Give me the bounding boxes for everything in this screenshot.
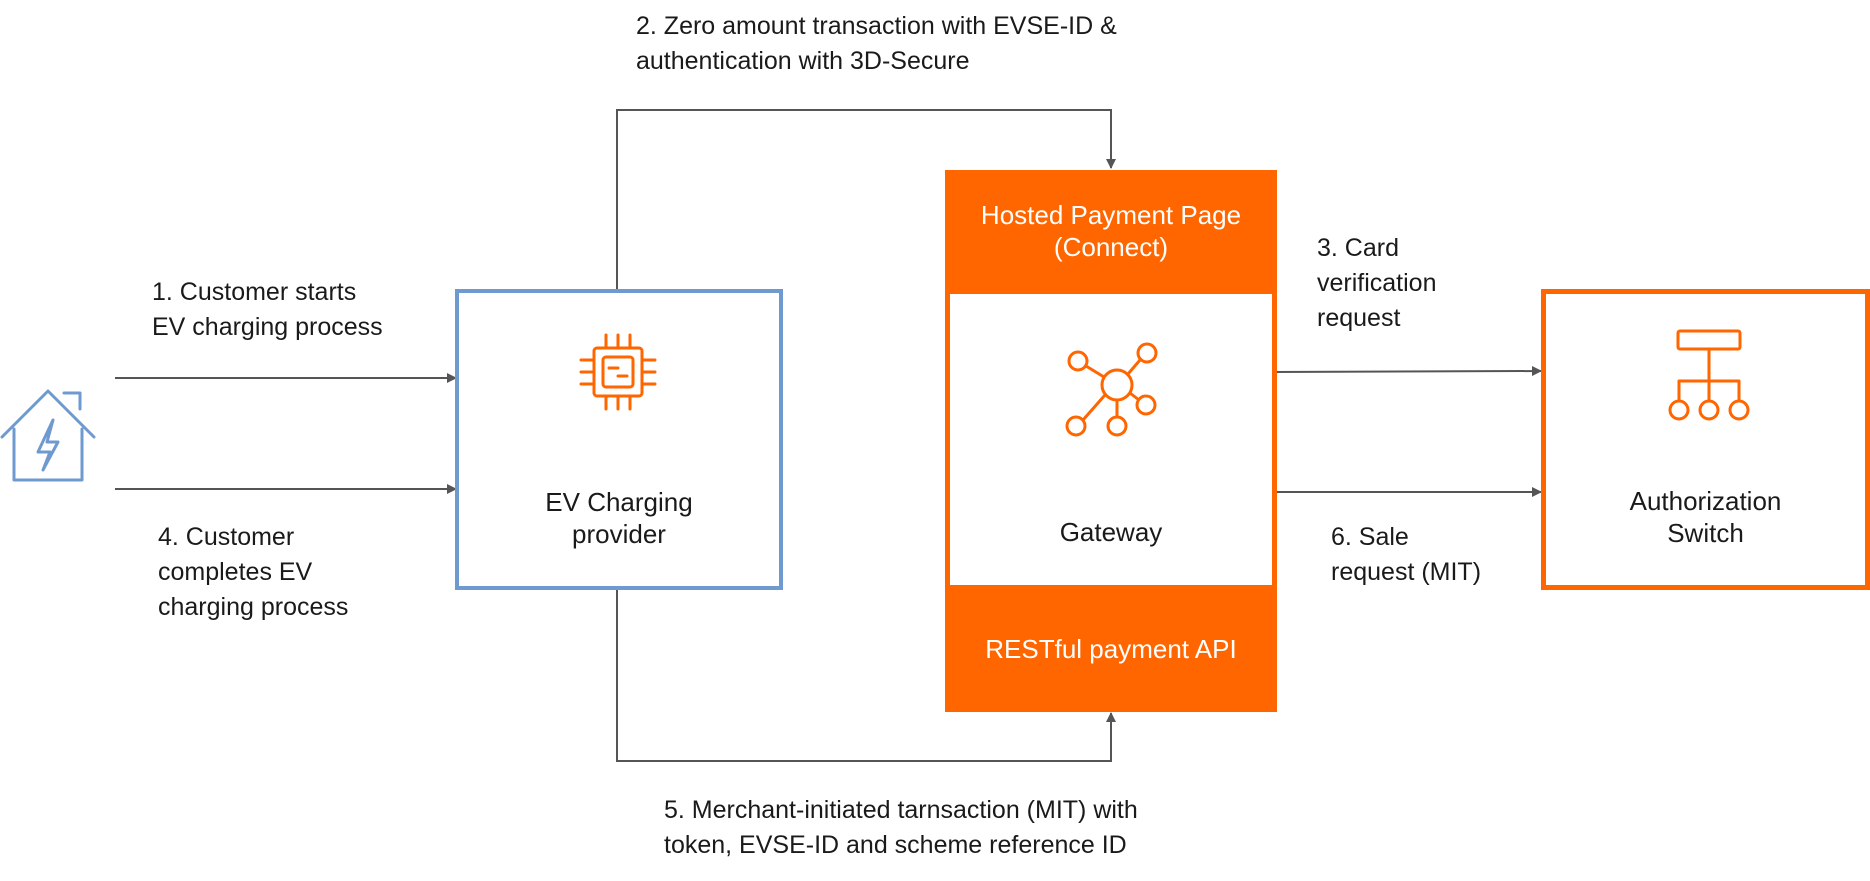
network-hub-icon <box>1065 342 1158 437</box>
processor-chip-icon <box>579 333 657 411</box>
arrow-step5 <box>616 590 1116 762</box>
arrow-step3 <box>1273 366 1542 377</box>
restful-payment-api-band: RESTful payment API <box>945 586 1277 712</box>
hosted-payment-page-band: Hosted Payment Page (Connect) <box>945 170 1277 292</box>
step2-label: 2. Zero amount transaction with EVSE-ID … <box>636 12 1117 75</box>
gateway-label: Gateway <box>1059 517 1163 547</box>
step5-label: 5. Merchant-initiated tarnsaction (MIT) … <box>664 796 1138 859</box>
arrow-step2 <box>616 109 1116 289</box>
gateway-node: Gateway <box>945 289 1277 590</box>
hierarchy-switch-icon <box>1668 329 1750 421</box>
